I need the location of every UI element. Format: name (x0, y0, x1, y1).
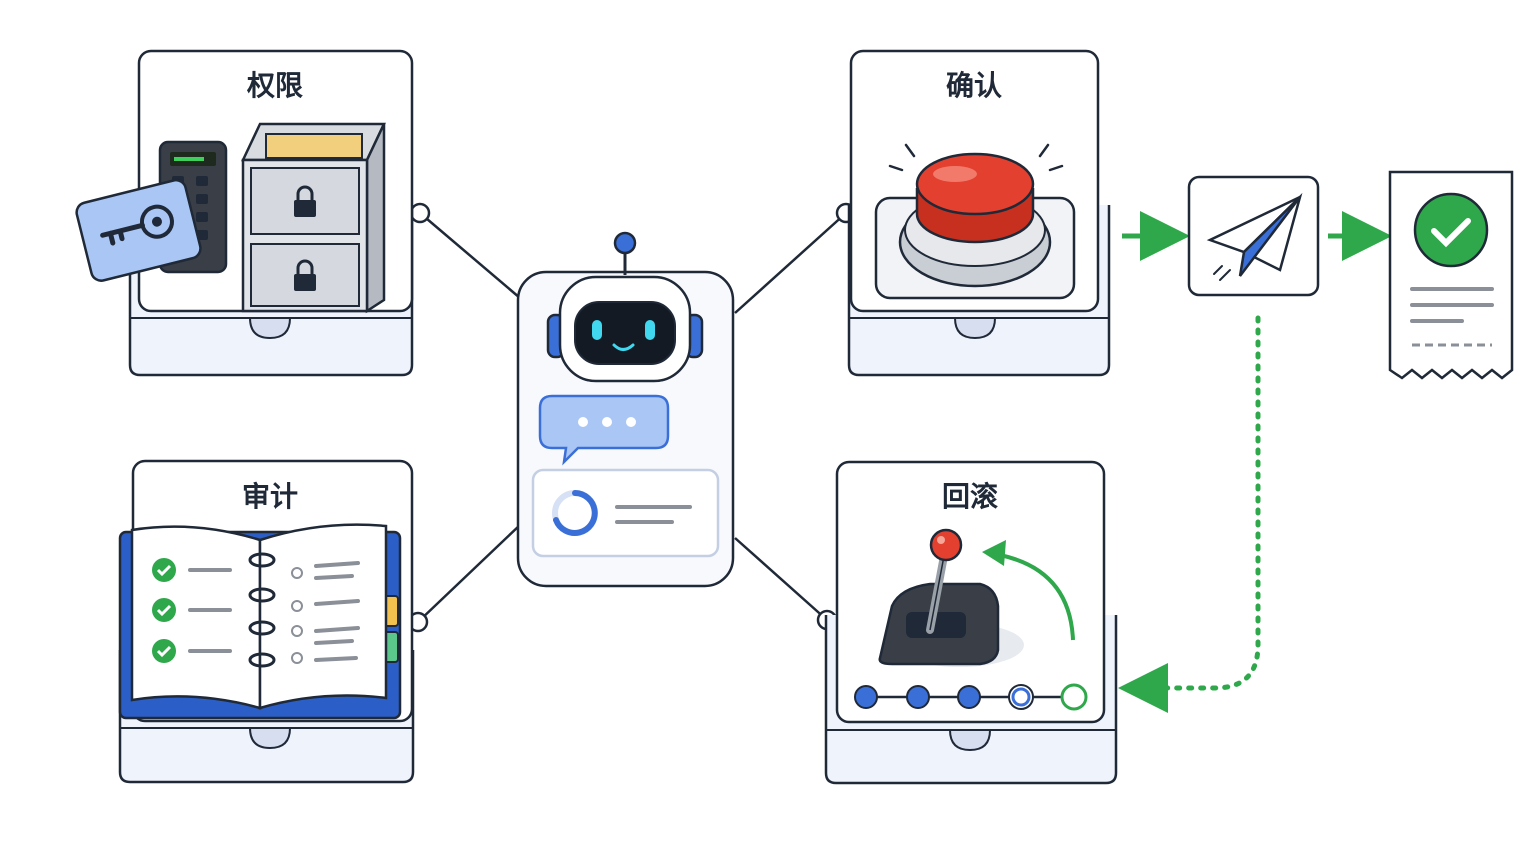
connector-audit (417, 524, 521, 623)
lock-icon (294, 185, 316, 217)
locked-file-cabinet-icon (241, 122, 386, 314)
lever-switch-icon (878, 528, 1024, 667)
card-audit[interactable]: 审计 (118, 459, 415, 784)
card-title-rollback: 回滚 (942, 480, 998, 513)
receipt-check-icon (1388, 170, 1514, 380)
connector-permissions (419, 212, 521, 299)
lock-icon (294, 259, 316, 291)
chat-bubble-icon (538, 394, 670, 466)
loading-spinner-icon (552, 490, 598, 536)
check-circle-icon (152, 598, 176, 622)
connector-rollback (734, 537, 828, 621)
key-card-icon (75, 178, 202, 282)
connector-confirm (734, 212, 847, 314)
connector-lines (417, 212, 847, 623)
check-circle-icon (152, 639, 176, 663)
card-permissions[interactable]: 权限 (75, 49, 414, 377)
red-push-button-icon (874, 143, 1076, 300)
card-confirm[interactable]: 确认 (847, 49, 1111, 377)
status-card (531, 468, 720, 558)
paper-plane-icon (1206, 192, 1303, 281)
dashed-return-arrow-icon (1118, 315, 1261, 713)
card-title-audit: 审计 (242, 480, 298, 513)
check-circle-icon (152, 558, 176, 582)
card-title-confirm: 确认 (946, 69, 1002, 102)
card-rollback[interactable]: 回滚 (824, 460, 1118, 785)
paper-plane-card (1187, 175, 1320, 297)
center-agent-panel[interactable] (516, 231, 735, 588)
timeline-dots-icon (854, 683, 1088, 711)
open-checklist-notebook-icon (118, 523, 402, 720)
card-title-permissions: 权限 (246, 69, 303, 102)
robot-head-icon (546, 231, 704, 383)
curved-arrow-icon (982, 540, 1075, 641)
